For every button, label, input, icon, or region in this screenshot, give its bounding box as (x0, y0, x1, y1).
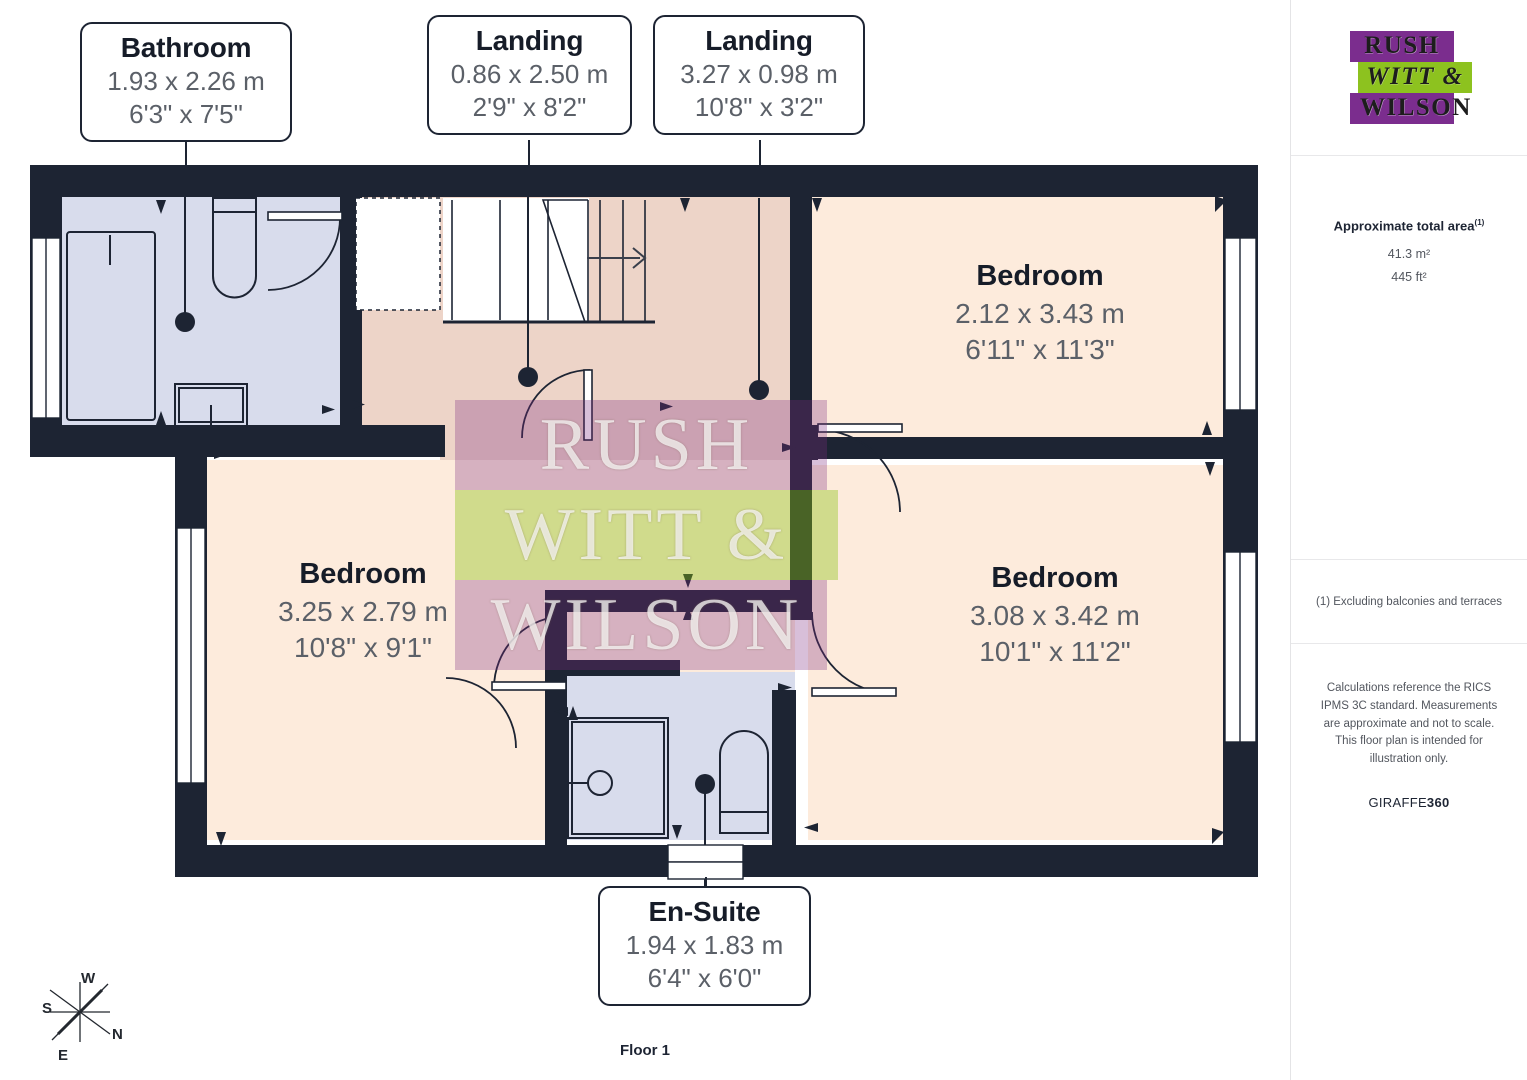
bathtub-icon (66, 231, 156, 421)
leader-landing-2 (759, 140, 761, 168)
callout-bathroom-title: Bathroom (120, 32, 252, 63)
callout-landing-1[interactable]: Landing 0.86 x 2.50 m 2'9" x 8'2" (427, 15, 632, 135)
leader-landing-1 (528, 140, 530, 168)
callout-bathroom-imperial: 6'3" x 7'5" (129, 98, 243, 129)
compass-icon (49, 982, 111, 1042)
brand-logo[interactable]: RUSH WITT & WILSON (1291, 0, 1527, 156)
en-suite-fixtures (567, 717, 769, 839)
room-label-bedroom-left: Bedroom 3.25 x 2.79 m 10'8" x 9'1" (208, 556, 518, 666)
bedroom-bottom-right-fill (808, 465, 1223, 840)
door-swing-bathroom (267, 217, 341, 291)
compass-label-east: E (58, 1047, 69, 1064)
footnote-text: (1) Excluding balconies and terraces (1315, 595, 1503, 608)
total-area-section: Approximate total area(1) 41.3 m² 445 ft… (1291, 156, 1527, 560)
total-area-metric: 41.3 m² (1387, 247, 1431, 262)
disclaimer-text: Calculations reference the RICS IPMS 3C … (1320, 682, 1498, 766)
dimension-markers (156, 196, 1227, 846)
loft-hatch-icon (355, 197, 441, 311)
doors (267, 211, 903, 749)
callout-en-suite-title: En-Suite (648, 896, 761, 927)
total-area-title: Approximate total area(1) (1291, 218, 1527, 233)
bedroom-top-right-fill (808, 195, 1223, 440)
logo-line-2: WITT & (1358, 61, 1472, 94)
room-label-bedroom-top-right: Bedroom 2.12 x 3.43 m 6'11" x 11'3" (885, 258, 1195, 368)
leader-dots (175, 195, 769, 900)
callout-bathroom-metric: 1.93 x 2.26 m (107, 66, 265, 96)
bathroom-fixtures (66, 197, 257, 427)
room-bedroom-bottom-right-metric: 3.08 x 3.42 m (970, 599, 1140, 631)
room-label-bedroom-bottom-right: Bedroom 3.08 x 3.42 m 10'1" x 11'2" (900, 560, 1210, 670)
windows (31, 237, 1257, 784)
callout-landing-1-title: Landing (475, 25, 584, 56)
floor-plan-drawing (30, 165, 1258, 900)
staircase-icon (443, 199, 655, 324)
compass-label-south: S (42, 1000, 53, 1017)
callout-landing-2-imperial: 10'8" x 3'2" (694, 91, 824, 122)
logo-line-1: RUSH (1350, 30, 1454, 62)
room-bedroom-left-title: Bedroom (299, 558, 427, 590)
bottom-step (667, 844, 744, 880)
logo-line-3: WILSON (1350, 93, 1470, 125)
callout-landing-1-imperial: 2'9" x 8'2" (472, 91, 587, 122)
giraffe360-brand-prefix: GIRAFFE (1368, 795, 1427, 811)
callout-landing-2-title: Landing (705, 25, 813, 56)
sidebar: RUSH WITT & WILSON Approximate total are… (1290, 0, 1527, 1080)
footnote-section: (1) Excluding balconies and terraces (1291, 560, 1527, 644)
callout-en-suite-imperial: 6'4" x 6'0" (647, 962, 762, 993)
disclaimer-section: Calculations reference the RICS IPMS 3C … (1291, 644, 1527, 810)
room-bedroom-left-imperial: 10'8" x 9'1" (294, 632, 432, 664)
en-suite-toilet-icon (719, 730, 769, 834)
room-fills (60, 195, 1223, 840)
bedroom-left-fill-ext (205, 460, 795, 675)
room-bedroom-left-metric: 3.25 x 2.79 m (278, 595, 448, 627)
room-bedroom-top-right-title: Bedroom (976, 260, 1104, 292)
toilet-icon (212, 197, 257, 299)
room-bedroom-bottom-right-title: Bedroom (991, 562, 1119, 594)
total-area-title-text: Approximate total area (1333, 218, 1475, 234)
compass-rose: W S N E (28, 962, 138, 1064)
callout-landing-1-metric: 0.86 x 2.50 m (450, 59, 609, 89)
callout-en-suite[interactable]: En-Suite 1.94 x 1.83 m 6'4" x 6'0" (598, 886, 811, 1006)
callout-landing-2-metric: 3.27 x 0.98 m (680, 59, 838, 89)
callout-bathroom[interactable]: Bathroom 1.93 x 2.26 m 6'3" x 7'5" (80, 22, 292, 142)
room-bedroom-top-right-imperial: 6'11" x 11'3" (965, 334, 1115, 366)
stair-void (443, 198, 589, 323)
total-area-imperial: 445 ft² (1391, 270, 1427, 285)
leader-bathroom (185, 140, 187, 168)
giraffe360-brand: GIRAFFE360 (1313, 795, 1505, 810)
floor-caption: Floor 1 (619, 1042, 670, 1059)
giraffe360-brand-suffix: 360 (1426, 795, 1450, 811)
compass-label-north: N (112, 1026, 123, 1043)
total-area-footnote-marker: (1) (1474, 218, 1485, 227)
door-swing-bedroom-left (521, 369, 591, 439)
door-swing-en-suite (493, 615, 567, 689)
callout-landing-2[interactable]: Landing 3.27 x 0.98 m 10'8" x 3'2" (653, 15, 865, 135)
compass-label-west: W (81, 970, 96, 987)
floor-plan-canvas: RUSH WITT & WILSON Bathroom 1.93 x 2.26 … (28, 15, 1258, 1064)
room-bedroom-top-right-metric: 2.12 x 3.43 m (955, 297, 1125, 329)
callout-en-suite-metric: 1.94 x 1.83 m (625, 930, 784, 960)
room-bedroom-bottom-right-imperial: 10'1" x 11'2" (979, 636, 1131, 668)
rush-witt-wilson-logo: RUSH WITT & WILSON (1344, 30, 1474, 125)
door-swing-left-lower (445, 677, 517, 749)
